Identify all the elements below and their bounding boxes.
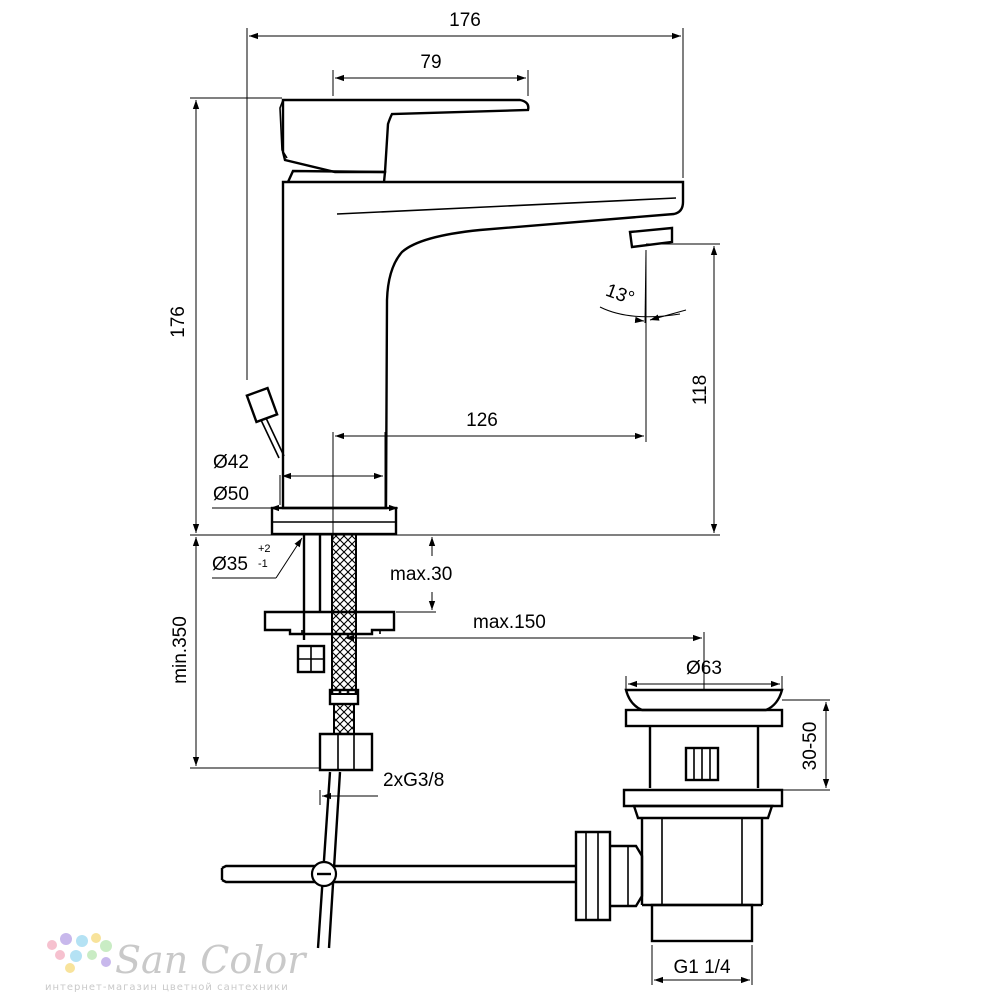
logo-tagline: интернет-магазин цветной сантехники xyxy=(45,982,289,993)
dim-spout-reach: 126 xyxy=(466,410,498,431)
dim-max-thickness: max.30 xyxy=(390,564,452,585)
dim-base-42: Ø42 xyxy=(213,452,249,473)
drain-cap xyxy=(624,688,784,712)
dimension-lines xyxy=(190,28,830,985)
logo-dot xyxy=(60,933,72,945)
logo-dot xyxy=(55,950,65,960)
mounting-bracket xyxy=(263,610,396,636)
dim-hole-tol-lower: -1 xyxy=(258,558,268,570)
dimension-labels: 176 79 176 118 126 13° Ø42 Ø50 Ø35 +2 -1… xyxy=(168,10,821,978)
dim-drain-thread: G1 1/4 xyxy=(673,957,730,978)
dim-drain-diameter: Ø63 xyxy=(686,658,722,679)
logo-dot xyxy=(101,957,111,967)
faucet-body xyxy=(281,180,685,510)
dim-total-width: 176 xyxy=(449,10,481,31)
dim-min-length: min.350 xyxy=(170,616,191,684)
popup-rod xyxy=(245,386,285,459)
logo-dot xyxy=(65,963,75,973)
dim-base-50: Ø50 xyxy=(213,484,249,505)
logo-dot xyxy=(70,950,82,962)
watermark-logo: San Color интернет-магазин цветной санте… xyxy=(45,933,308,993)
logo-brand: San Color xyxy=(115,938,308,982)
dim-drain-height: 30-50 xyxy=(800,722,821,771)
logo-dot xyxy=(76,935,88,947)
dim-connection: 2xG3/8 xyxy=(383,770,444,791)
braided-hose xyxy=(331,533,357,695)
dim-handle-length: 79 xyxy=(420,52,441,73)
drain-rod xyxy=(220,860,576,888)
hose-nut xyxy=(318,732,374,772)
faucet-handle xyxy=(281,98,530,174)
logo-dot xyxy=(87,950,97,960)
faucet-outline xyxy=(270,98,685,536)
drain-side-connector xyxy=(574,830,612,922)
dim-max-offset: max.150 xyxy=(473,612,546,633)
logo-dot xyxy=(100,940,112,952)
dim-total-height: 176 xyxy=(168,306,189,338)
logo-dot xyxy=(47,940,57,950)
dim-hole-35: Ø35 xyxy=(212,554,248,575)
dim-angle: 13° xyxy=(603,280,637,310)
drain-waste xyxy=(574,688,784,943)
faucet-base xyxy=(270,506,398,536)
logo-dot xyxy=(91,933,101,943)
dim-spout-height: 118 xyxy=(690,375,711,405)
aerator xyxy=(628,226,674,249)
dim-hole-tol-upper: +2 xyxy=(258,543,271,555)
under-deck-parts xyxy=(263,533,396,949)
